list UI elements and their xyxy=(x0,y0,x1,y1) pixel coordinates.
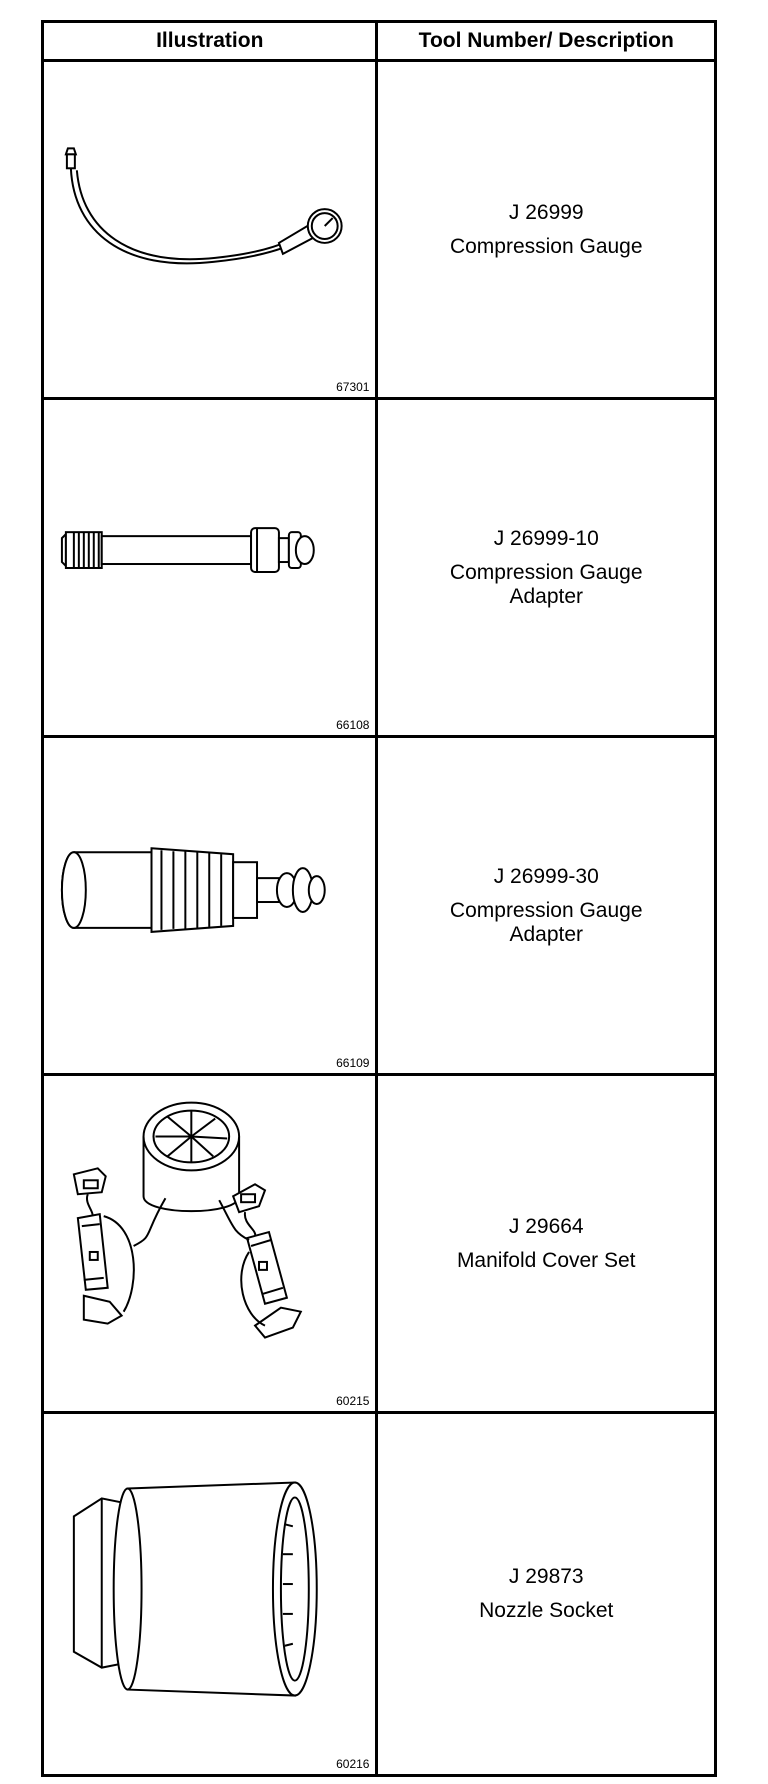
figure-number: 67301 xyxy=(336,380,370,394)
description-cell: J 26999-30 Compression Gauge Adapter xyxy=(375,735,717,1076)
table-row: 60215 J 29664 Manifold Cover Set xyxy=(40,1073,717,1414)
table-row: 66108 J 26999-10 Compression Gauge Adapt… xyxy=(40,397,717,738)
figure-number: 66108 xyxy=(336,718,370,732)
tool-description: Compression Gauge Adapter xyxy=(449,560,643,608)
description-header: Tool Number/ Description xyxy=(375,20,717,62)
illustration-cell: 67301 xyxy=(40,59,379,400)
nozzle-socket-icon xyxy=(72,1481,318,1697)
table-row: 67301 J 26999 Compression Gauge xyxy=(40,59,717,400)
tool-number: J 29873 xyxy=(508,1565,584,1588)
illustration-cell: 66109 xyxy=(40,735,379,1076)
description-cell: J 29664 Manifold Cover Set xyxy=(375,1073,717,1414)
gauge-adapter-icon xyxy=(60,847,326,933)
tool-number: J 29664 xyxy=(508,1214,584,1238)
figure-number: 60216 xyxy=(336,1757,370,1771)
tool-description: Compression Gauge Adapter xyxy=(449,898,643,946)
tool-table: Illustration Tool Number/ Description 67… xyxy=(40,20,717,1777)
illustration-cell: 60216 xyxy=(40,1411,379,1777)
illustration-header: Illustration xyxy=(40,20,379,62)
tool-description: Compression Gauge xyxy=(449,234,643,258)
description-cell: J 26999-10 Compression Gauge Adapter xyxy=(375,397,717,738)
manifold-cover-set-icon xyxy=(72,1101,303,1339)
table-header-row: Illustration Tool Number/ Description xyxy=(40,20,717,62)
illustration-cell: 60215 xyxy=(40,1073,379,1414)
illustration-cell: 66108 xyxy=(40,397,379,738)
compression-gauge-icon xyxy=(64,147,343,265)
description-cell: J 26999 Compression Gauge xyxy=(375,59,717,400)
figure-number: 60215 xyxy=(336,1394,370,1408)
table-row: 60216 J 29873 Nozzle Socket xyxy=(40,1411,717,1777)
gauge-adapter-icon xyxy=(60,527,315,573)
tool-number: J 26999-30 xyxy=(493,864,599,888)
tool-description: Manifold Cover Set xyxy=(456,1248,636,1272)
table-row: 66109 J 26999-30 Compression Gauge Adapt… xyxy=(40,735,717,1076)
tool-number: J 26999-10 xyxy=(493,526,599,550)
description-cell: J 29873 Nozzle Socket xyxy=(375,1411,717,1777)
tool-description: Nozzle Socket xyxy=(479,1599,614,1622)
figure-number: 66109 xyxy=(336,1056,370,1070)
tool-number: J 26999 xyxy=(508,200,584,224)
